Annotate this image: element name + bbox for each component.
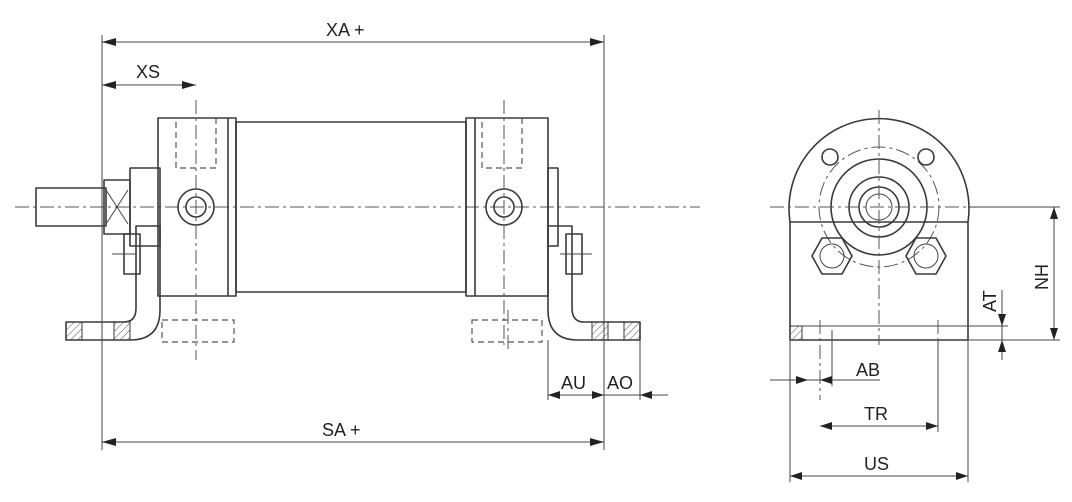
arrow-ao-right	[640, 391, 652, 399]
rear-hidden-hole-top	[481, 117, 523, 169]
label-au: AU	[561, 373, 586, 393]
arrow-us-right	[956, 472, 968, 480]
label-sa: SA +	[322, 420, 361, 440]
arrow-au-right	[592, 391, 604, 399]
front-port-inner	[185, 196, 207, 218]
arrow-xs-left	[102, 81, 116, 89]
label-xs: XS	[136, 62, 160, 82]
label-at: AT	[980, 290, 1000, 312]
rear-foot-hatch-right	[623, 321, 641, 341]
hex-nut-left	[811, 237, 853, 275]
arrow-xa-left	[102, 38, 116, 46]
arrow-au-left	[548, 391, 560, 399]
side-view: XA + XS AU AO SA +	[15, 20, 700, 450]
arrow-at-bottom	[998, 340, 1006, 352]
hex-nut-right	[905, 237, 947, 275]
front-foot-hatch-right	[113, 321, 131, 341]
rear-cap-step	[547, 167, 559, 247]
label-us: US	[864, 454, 889, 474]
piston-rod	[35, 187, 107, 227]
hex-nut-right-inner	[913, 243, 939, 269]
front-cap-step	[129, 167, 161, 247]
rear-port-inner	[493, 196, 515, 218]
front-foot-hatch-left	[65, 321, 83, 341]
arrow-sa-left	[102, 438, 116, 446]
arrow-at-top	[998, 314, 1006, 326]
arrow-xa-right	[590, 38, 604, 46]
arrow-nh-top	[1050, 207, 1058, 219]
arrow-tr-right	[926, 422, 938, 430]
label-xa: XA +	[326, 20, 365, 40]
label-nh: NH	[1032, 264, 1052, 290]
rear-hidden-hole-bottom	[471, 319, 543, 343]
label-tr: TR	[864, 404, 888, 424]
end-view: AB TR US AT NH	[770, 110, 1060, 482]
front-hidden-hole-bottom	[161, 319, 235, 343]
label-ab: AB	[856, 360, 880, 380]
rod-nut-cross-b	[105, 189, 129, 225]
arrow-us-left	[790, 472, 802, 480]
flange-hole-left	[821, 148, 839, 166]
hex-nut-left-inner	[819, 243, 845, 269]
flange-hole-right	[917, 148, 935, 166]
arrow-tr-left	[820, 422, 832, 430]
arrow-ab-right	[820, 376, 832, 384]
end-foot-hatch	[789, 325, 803, 341]
arrow-nh-bottom	[1050, 328, 1058, 340]
label-ao: AO	[607, 373, 633, 393]
rear-foot-hatch-left	[591, 321, 609, 341]
arrow-sa-right	[590, 438, 604, 446]
arrow-xs-right	[182, 81, 196, 89]
arrow-ab-left	[796, 376, 808, 384]
